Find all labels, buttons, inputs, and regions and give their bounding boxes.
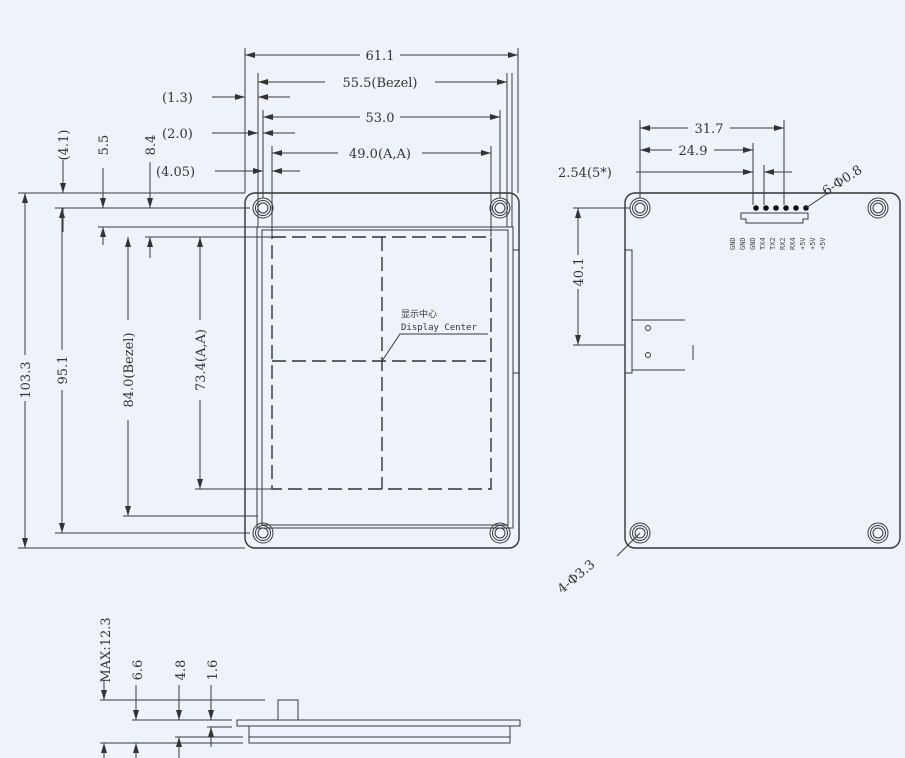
dim-aa-height: 73.4(A,A) <box>194 329 209 391</box>
mount-hole-icon <box>867 522 889 544</box>
dim-40-1: 40.1 <box>572 258 587 287</box>
pin-label: RX2 <box>779 237 787 250</box>
pcb-side <box>236 719 521 727</box>
center-label-cn: 显示中心 <box>401 308 437 320</box>
pin-hole <box>753 205 759 211</box>
connector-outline <box>740 212 809 224</box>
mount-hole-icon <box>252 197 274 219</box>
front-view: 显示中心 Display Center 61.1 55.5(Bezel) 53.… <box>18 46 520 549</box>
dim-offset-5-5: 5.5 <box>97 135 112 156</box>
mount-hole-icon <box>489 522 511 544</box>
extension-lines-left <box>18 192 272 549</box>
dim-offset-2-0: (2.0) <box>162 127 193 142</box>
dim-hole-pitch-y: 95.1 <box>56 356 71 385</box>
dim-24-9: 24.9 <box>679 144 708 159</box>
bezel-inner <box>261 229 509 526</box>
side-view: MAX:12.3 6.6 4.8 1.6 <box>99 617 521 758</box>
dim-aa-width: 49.0(A,A) <box>349 147 411 162</box>
dim-offset-8-4: 8.4 <box>144 135 159 156</box>
pin-label: TX2 <box>769 237 777 250</box>
dim-overall-height: 103.3 <box>19 361 34 398</box>
board-outline <box>244 192 520 549</box>
pin-label: +5V <box>819 237 827 250</box>
connector-side <box>277 699 299 721</box>
connector-pins <box>753 205 809 211</box>
mount-hole-icon <box>252 522 274 544</box>
dim-hole-pitch-x: 53.0 <box>366 111 395 126</box>
pin-label: GND <box>729 237 737 250</box>
board-notch <box>512 249 519 374</box>
center-leader <box>381 333 488 362</box>
pin-label: TX4 <box>759 237 767 250</box>
dim-bezel-width: 55.5(Bezel) <box>342 76 417 91</box>
dim-offset-4-1: (4.1) <box>57 130 72 161</box>
extension-lines-top <box>244 48 519 237</box>
dim-31-7: 31.7 <box>695 122 724 137</box>
dim-offset-4-05: (4.05) <box>156 165 195 180</box>
mount-hole-icon <box>629 522 651 544</box>
dim-offset-1-3: (1.3) <box>162 91 193 106</box>
center-label-en: Display Center <box>401 323 477 333</box>
dim-1-6: 1.6 <box>206 660 221 681</box>
board-notch-back <box>625 249 633 374</box>
pin-label: RX4 <box>789 237 797 250</box>
pin-label: +5V <box>809 237 817 250</box>
pin-label: +5V <box>799 237 807 250</box>
board-outline-back <box>624 192 901 549</box>
pin-leader <box>805 192 829 209</box>
pin-holes-label: 6-Φ0.8 <box>820 163 865 200</box>
component-outline <box>631 319 694 371</box>
mount-hole-leader <box>616 532 641 557</box>
pin-label: GND <box>739 237 747 250</box>
dim-pin-pitch: 2.54(5*) <box>558 166 612 181</box>
dim-max-height: MAX:12.3 <box>99 617 114 682</box>
pin-hole <box>783 205 789 211</box>
pin-hole <box>763 205 769 211</box>
mount-holes-label: 4-Φ3.3 <box>555 557 598 597</box>
bezel-outer <box>256 226 514 529</box>
side-extension-lines <box>100 699 265 744</box>
pin-hole <box>773 205 779 211</box>
mount-hole-icon <box>629 197 651 219</box>
dim-4-8: 4.8 <box>174 660 189 681</box>
mount-hole-icon <box>867 197 889 219</box>
dim-6-6: 6.6 <box>131 660 146 681</box>
dim-bezel-height: 84.0(Bezel) <box>122 332 137 407</box>
display-body-side <box>248 725 511 744</box>
mount-holes <box>252 197 511 544</box>
pin-label: GND <box>749 237 757 250</box>
dim-overall-width: 61.1 <box>366 49 395 64</box>
pin-hole <box>793 205 799 211</box>
